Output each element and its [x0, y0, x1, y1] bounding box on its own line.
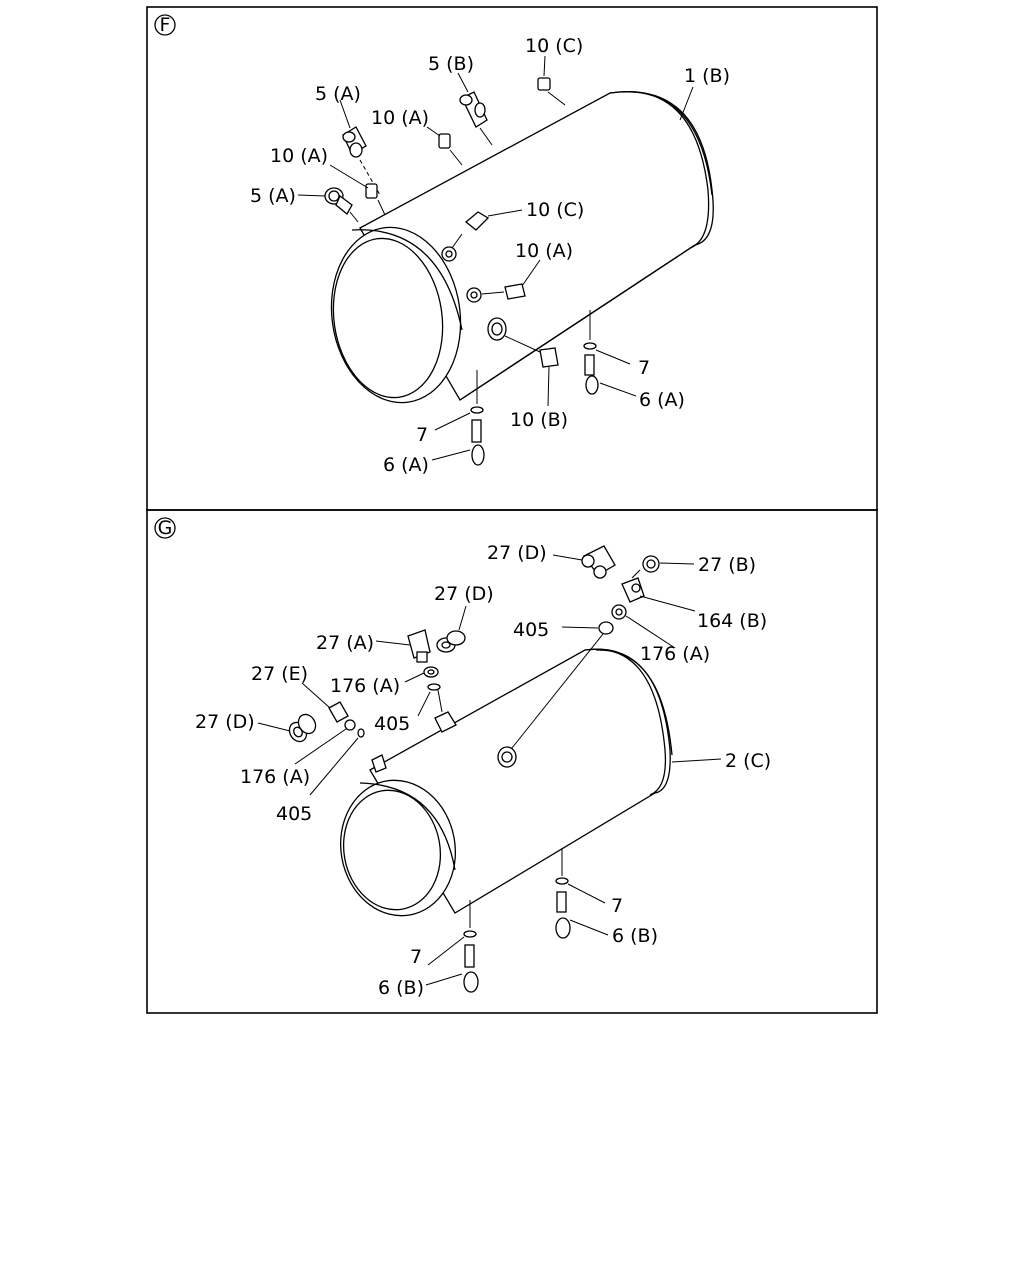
label-6b-left: 6 (B) [378, 977, 424, 999]
washer-176a-mid [423, 666, 439, 678]
label-5a-left: 5 (A) [250, 185, 296, 207]
label-176a-left: 176 (A) [240, 766, 310, 788]
plug-10c-top [537, 77, 566, 106]
label-10a-left: 10 (A) [270, 145, 328, 167]
drain-6b-left [463, 900, 479, 993]
fitting-5b [459, 91, 493, 146]
label-5b: 5 (B) [428, 53, 474, 75]
label-27d-mid: 27 (D) [434, 583, 494, 605]
tank-1b [330, 91, 714, 404]
label-27d-left: 27 (D) [195, 711, 255, 733]
label-7-left: 7 [410, 946, 422, 968]
label-10a-side: 10 (A) [515, 240, 573, 262]
label-7-left: 7 [416, 424, 428, 446]
label-164b: 164 (B) [697, 610, 767, 632]
label-10c-side: 10 (C) [526, 199, 584, 221]
label-405-mid: 405 [374, 713, 410, 735]
oring-405-mid [427, 683, 443, 713]
label-27d-top: 27 (D) [487, 542, 547, 564]
svg-text:G: G [158, 517, 173, 539]
plug-10c-side [441, 211, 490, 262]
label-5a-top: 5 (A) [315, 83, 361, 105]
drain-6a-left [470, 370, 485, 466]
elbow-27d-top [581, 545, 616, 579]
panel-g-frame [146, 509, 878, 1014]
fitting-27b [631, 555, 660, 579]
tee-27a [407, 629, 431, 663]
panel-g-leaders [257, 554, 722, 986]
label-10b: 10 (B) [510, 409, 568, 431]
label-176a-right: 176 (A) [640, 643, 710, 665]
washer-176a-left [344, 719, 356, 731]
label-6a-left: 6 (A) [383, 454, 429, 476]
label-2c: 2 (C) [725, 750, 771, 772]
label-7-right: 7 [611, 895, 623, 917]
elbow-27d-left [288, 713, 317, 743]
panel-f: F [146, 6, 878, 511]
panel-g: G [146, 509, 878, 1014]
label-27b: 27 (B) [698, 554, 756, 576]
tee-164b [621, 577, 645, 603]
drain-6b-right [555, 848, 571, 939]
label-27e: 27 (E) [251, 663, 308, 685]
label-27a: 27 (A) [316, 632, 374, 654]
label-10a-mid: 10 (A) [371, 107, 429, 129]
panel-f-marker: F [154, 14, 176, 36]
panel-g-marker: G [154, 517, 176, 539]
washer-176a-right [611, 604, 627, 620]
label-10c-top: 10 (C) [525, 35, 583, 57]
plug-10a-left [365, 183, 386, 216]
label-1b: 1 (B) [684, 65, 730, 87]
oring-405-top [511, 621, 614, 749]
plug-10b [487, 317, 559, 368]
plug-10a-mid [438, 133, 463, 166]
label-7-right: 7 [638, 357, 650, 379]
panel-f-leaders [297, 55, 694, 461]
drain-6a-right [583, 310, 599, 395]
label-405-top: 405 [513, 619, 549, 641]
label-405-bottom: 405 [276, 803, 312, 825]
oring-405-bottom [357, 728, 365, 738]
tank-2c [339, 648, 673, 917]
fitting-27e [328, 701, 349, 723]
label-6a-right: 6 (A) [639, 389, 685, 411]
label-6b-right: 6 (B) [612, 925, 658, 947]
label-176a-mid: 176 (A) [330, 675, 400, 697]
fitting-5a-left [324, 187, 359, 223]
fitting-5a-top [342, 126, 381, 196]
svg-text:F: F [160, 14, 171, 36]
plug-10a-side [466, 283, 526, 303]
elbow-27d-mid [436, 630, 466, 653]
